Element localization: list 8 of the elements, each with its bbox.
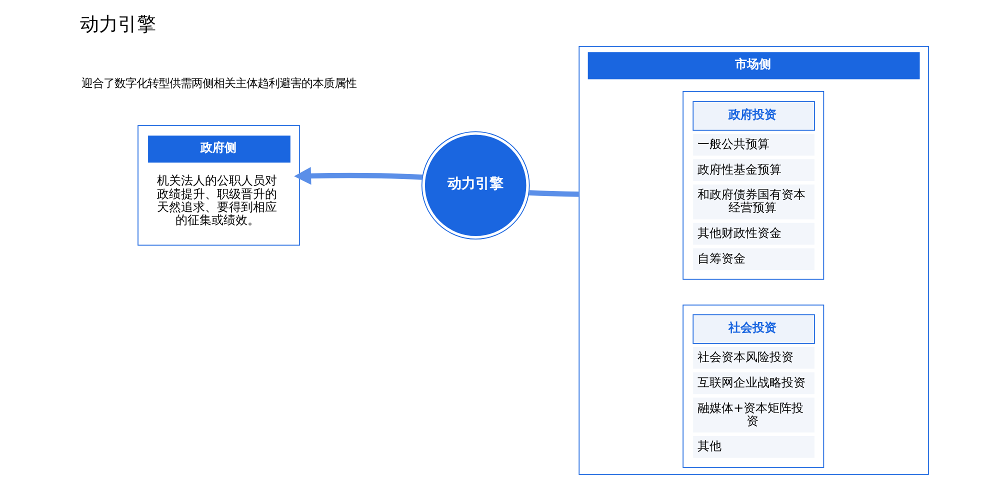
arrow bbox=[294, 166, 422, 185]
diagram-title: 动力引擎 bbox=[79, 12, 156, 36]
label: 迎合了数字化转型供需两侧相关主体趋利避害的本质属性 bbox=[80, 76, 356, 90]
node-circle: 动力引擎 bbox=[420, 131, 530, 240]
node-box: 政府投资 一般公共预算 政府性基金预算 和政府债券国有资本经营预算 其他财政性资金 自筹资金 bbox=[682, 91, 824, 280]
node-box: 政府侧 机关法人的公职人员对政绩提升、职级晋升的天然追求、要得到相应的征集或绩效。 bbox=[137, 125, 300, 246]
connector bbox=[528, 190, 579, 197]
node-box: 社会投资 社会资本风险投资 互联网企业战略投资 融媒体+资本矩阵投资 其他 bbox=[682, 304, 824, 468]
